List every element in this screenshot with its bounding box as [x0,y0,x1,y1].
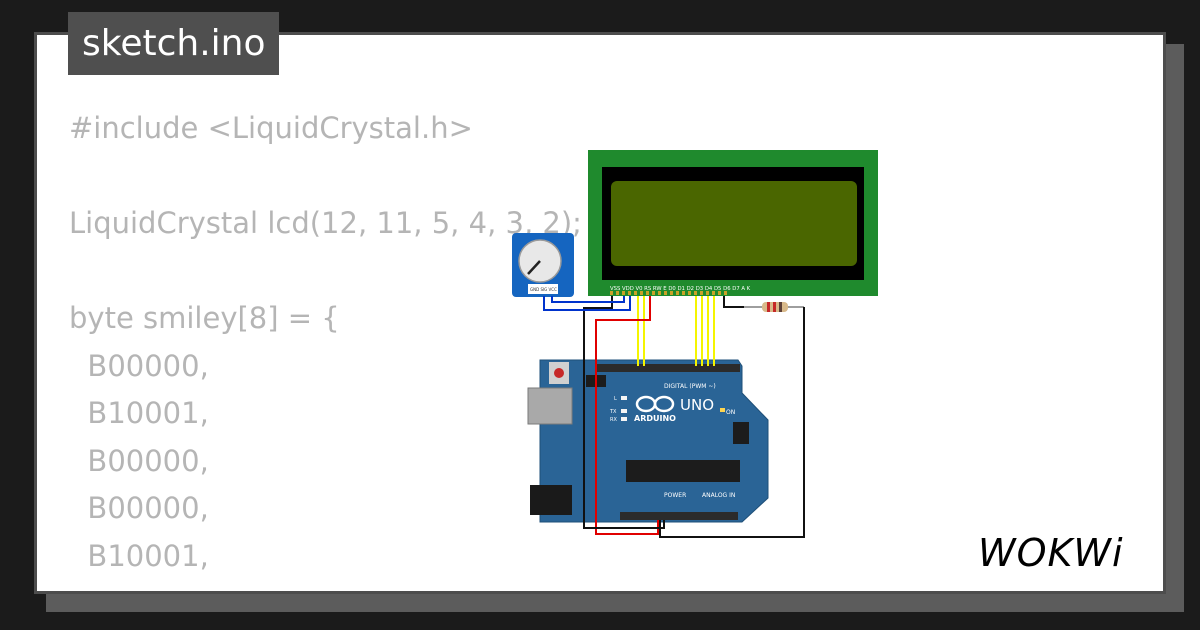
usb-port [527,387,573,425]
wire-contrast [543,296,631,311]
resistor-band-2 [773,302,776,312]
resistor[interactable] [744,302,804,312]
tx-led [621,409,627,413]
tx-led-label: TX [609,409,617,415]
code-line: byte smiley[8] = { [69,301,340,335]
code-line: #include <LiquidCrystal.h> [69,111,473,145]
code-line: B10001, [69,396,209,430]
dc-power-jack [530,485,572,515]
power-label: POWER [664,492,686,499]
power-analog-header [620,512,738,520]
rx-led-label: RX [610,417,617,423]
resistor-band-1 [767,302,770,312]
wire-pot-signal [551,296,625,303]
digital-pwm-label: DIGITAL (PWM ~) [664,383,716,390]
wire-power [595,296,659,535]
l-led [621,396,627,400]
lcd-pin-labels: VSS VDD V0 RS RW E D0 D1 D2 D3 D4 D5 D6 … [610,286,751,292]
uno-label: UNO [680,396,714,414]
potentiometer-pin-block [528,284,558,294]
wires [543,296,805,538]
lcd-screen [611,181,857,266]
microcontroller-chip [626,460,740,482]
potentiometer-indicator [527,260,541,275]
rx-led [621,417,627,421]
l-led-label: L [614,396,617,402]
lcd-pins [610,291,727,295]
code-line: B10001, [69,538,209,573]
on-led-label: ON [726,409,735,416]
wire-resistor-ground [659,307,805,538]
code-line: B00000, [69,491,209,525]
digital-header [595,364,740,372]
potentiometer[interactable]: GND SIG VCC [512,233,574,297]
lcd-display[interactable]: VSS VDD V0 RS RW E D0 D1 D2 D3 D4 D5 D6 … [588,150,878,296]
on-led [720,408,725,412]
arduino-brand-label: ARDUINO [634,414,676,423]
code-line: B01110, [69,580,582,591]
code-line: B00000, [69,348,209,383]
wire-data [695,296,715,366]
code-preview: #include <LiquidCrystal.h> LiquidCrystal … [69,105,582,591]
wokwi-logo-text: WOKWi [978,531,1124,574]
wire-rs-e [637,296,645,366]
resistor-band-3 [779,302,782,312]
file-name-tab[interactable]: sketch.ino [68,12,280,75]
arduino-uno-board[interactable]: DIGITAL (PWM ~) UNO ARDUINO ON L TX RX P… [527,359,769,523]
preview-card: #include <LiquidCrystal.h> LiquidCrystal … [34,32,1166,594]
wokwi-logo[interactable]: WOKWi [976,528,1148,574]
wire-lcd-backlight [723,296,744,308]
icsp-header [733,422,749,444]
code-line: LiquidCrystal lcd(12, 11, 5, 4, 3, 2); [69,206,582,240]
wire-ground [583,296,665,529]
potentiometer-pin-labels: GND SIG VCC [530,287,557,292]
reset-button [554,368,564,378]
code-line: B00000, [69,443,209,478]
arduino-logo-right [653,395,675,413]
analog-in-label: ANALOG IN [702,492,735,499]
